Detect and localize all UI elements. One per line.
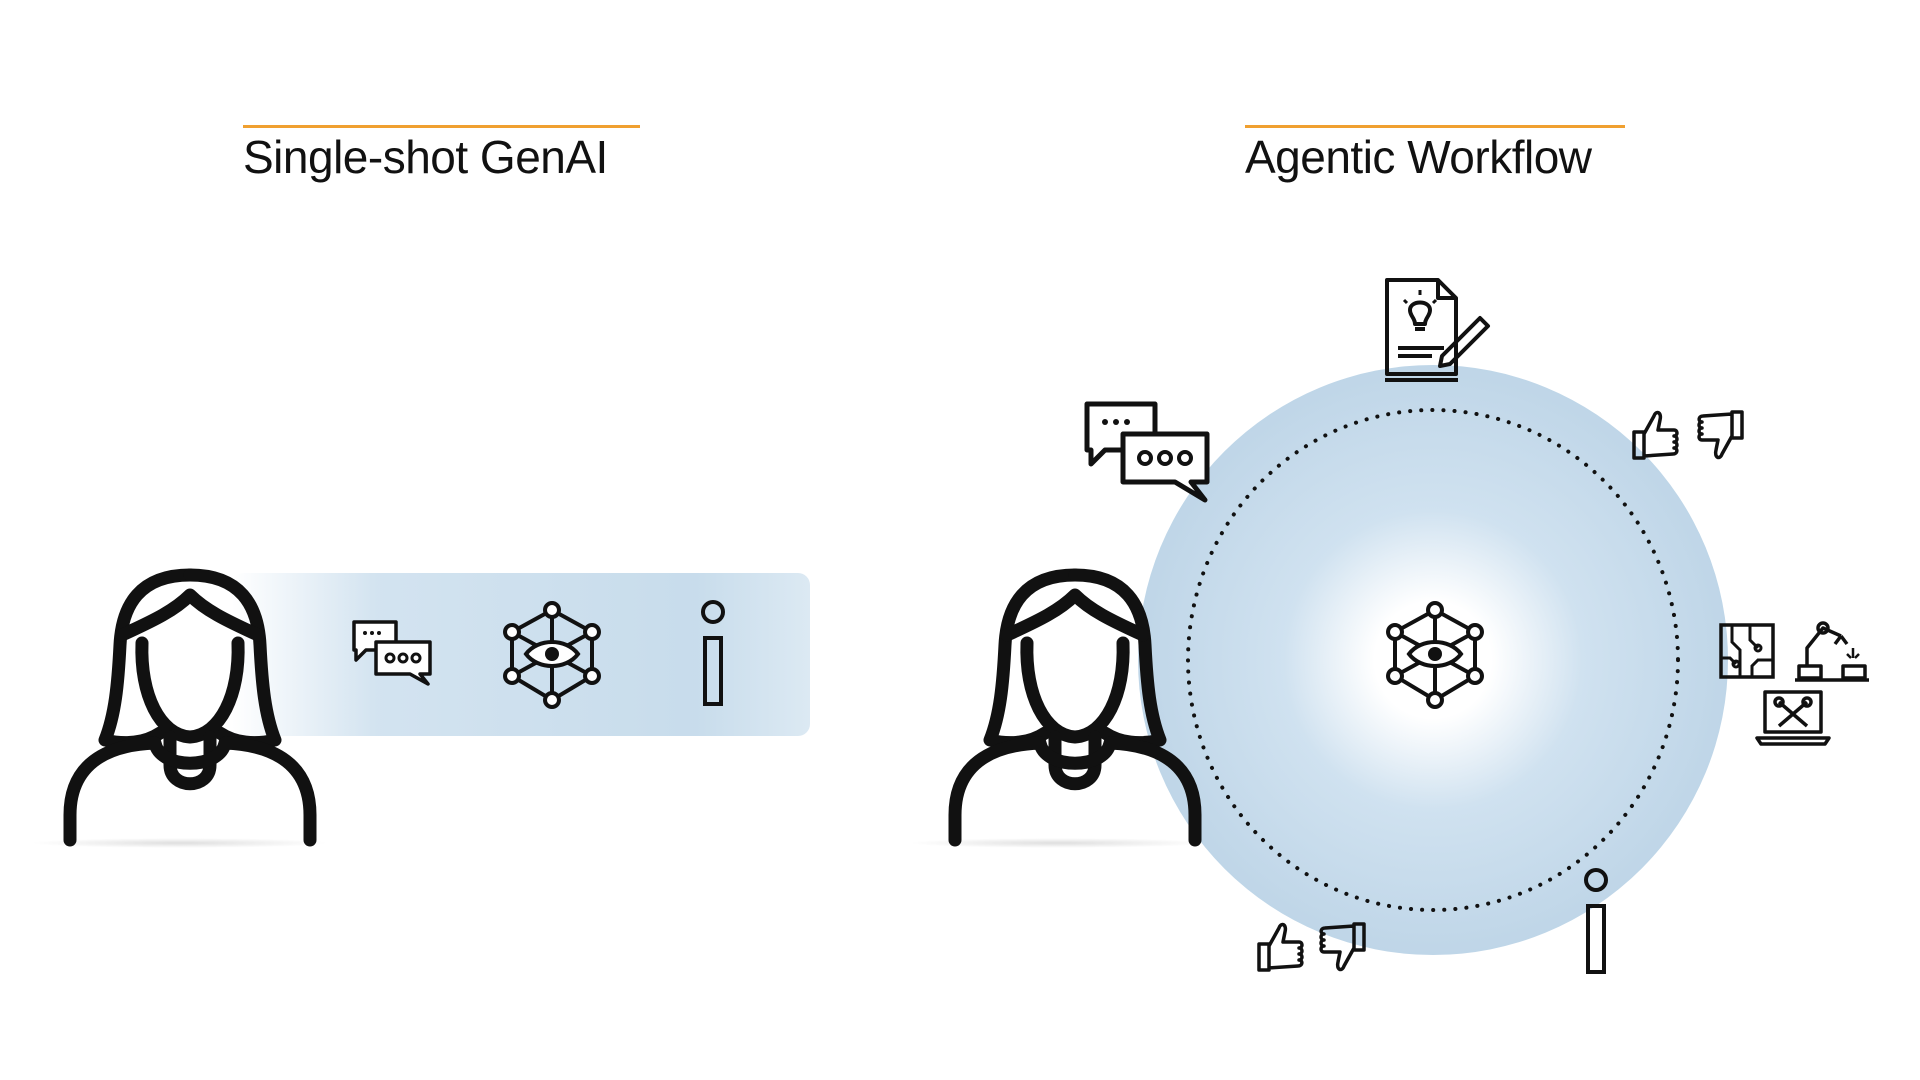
left-title-rule bbox=[243, 125, 640, 128]
right-title-rule bbox=[1245, 125, 1625, 128]
ai-network-eye-icon bbox=[502, 600, 602, 710]
person-icon bbox=[60, 565, 320, 847]
thumbs-up-icon bbox=[1255, 920, 1305, 974]
laptop-tools-icon bbox=[1755, 688, 1831, 746]
thumbs-down-icon bbox=[1318, 920, 1368, 974]
document-idea-pen-icon bbox=[1382, 276, 1492, 384]
right-panel-title: Agentic Workflow bbox=[1245, 131, 1592, 183]
info-icon bbox=[697, 600, 729, 710]
info-icon bbox=[1580, 868, 1612, 978]
left-panel-title: Single-shot GenAI bbox=[243, 131, 608, 183]
workflow-loop bbox=[1183, 405, 1683, 915]
thumbs-up-icon bbox=[1630, 408, 1680, 462]
person-icon bbox=[945, 565, 1205, 847]
thumbs-down-icon bbox=[1696, 408, 1746, 462]
robot-arm-icon bbox=[1795, 618, 1869, 682]
ai-network-eye-icon bbox=[1385, 600, 1485, 710]
circuit-board-icon bbox=[1718, 622, 1776, 680]
chat-bubbles-icon bbox=[350, 618, 434, 690]
chat-bubbles-icon bbox=[1083, 400, 1213, 506]
